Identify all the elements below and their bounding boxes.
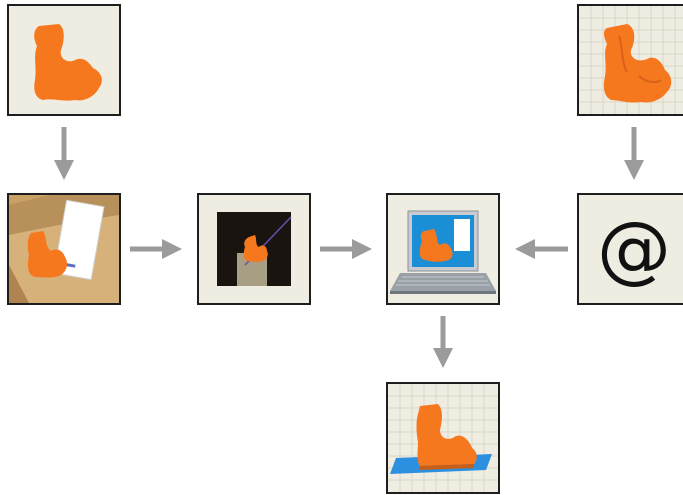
scan-tile — [577, 4, 683, 116]
shape-photo-dark-icon — [217, 212, 292, 286]
laptop-with-shape-icon — [390, 210, 496, 294]
shape-in-box-with-card-icon — [9, 195, 119, 303]
orange-shape-icon — [34, 24, 102, 101]
scanned-shape-grid-icon — [579, 6, 683, 114]
laptop-tile — [386, 193, 500, 305]
photo-tile — [197, 193, 311, 305]
print-tile — [386, 382, 500, 494]
email-at-icon: @ — [597, 206, 671, 292]
printed-shape-on-base-icon — [388, 384, 498, 492]
box-tile — [7, 193, 121, 305]
shape-tile — [7, 4, 121, 116]
email-tile: @ — [577, 193, 683, 305]
